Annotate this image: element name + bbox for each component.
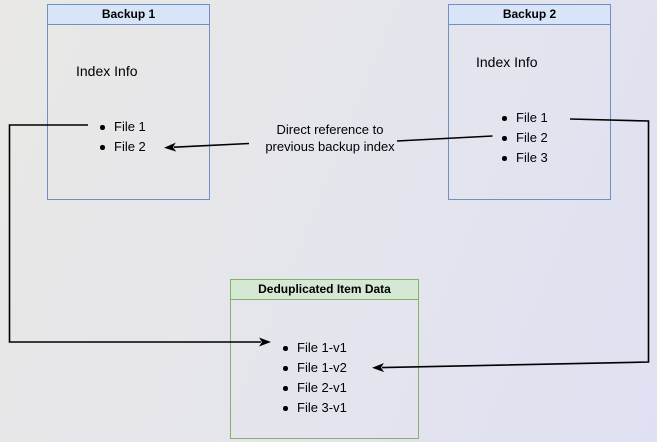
list-item: File 3-v1 <box>283 398 347 418</box>
list-item: File 1-v1 <box>283 338 347 358</box>
dedup-item-list: File 1-v1 File 1-v2 File 2-v1 File 3-v1 <box>283 338 347 418</box>
backup1-title: Backup 1 <box>48 5 209 25</box>
list-item: File 1 <box>100 117 146 137</box>
list-item: File 2 <box>502 128 548 148</box>
backup2-index-info-label: Index Info <box>476 54 538 70</box>
backup2-file-list: File 1 File 2 File 3 <box>502 108 548 168</box>
list-item: File 1-v2 <box>283 358 347 378</box>
backup2-box: Backup 2 Index Info File 1 File 2 File 3 <box>448 4 611 200</box>
list-item: File 1 <box>502 108 548 128</box>
backup2-title: Backup 2 <box>449 5 610 25</box>
backup1-index-info-label: Index Info <box>76 63 138 79</box>
list-item: File 2 <box>100 137 146 157</box>
annotation-line-2: previous backup index <box>265 139 395 154</box>
reference-annotation: Direct reference to previous backup inde… <box>235 121 425 155</box>
backup1-box: Backup 1 Index Info File 1 File 2 <box>47 4 210 200</box>
dedup-title: Deduplicated Item Data <box>231 280 418 300</box>
list-item: File 3 <box>502 148 548 168</box>
deduplicated-item-data-box: Deduplicated Item Data File 1-v1 File 1-… <box>230 279 419 439</box>
list-item: File 2-v1 <box>283 378 347 398</box>
annotation-line-1: Direct reference to <box>276 122 384 137</box>
backup1-file-list: File 1 File 2 <box>100 117 146 157</box>
